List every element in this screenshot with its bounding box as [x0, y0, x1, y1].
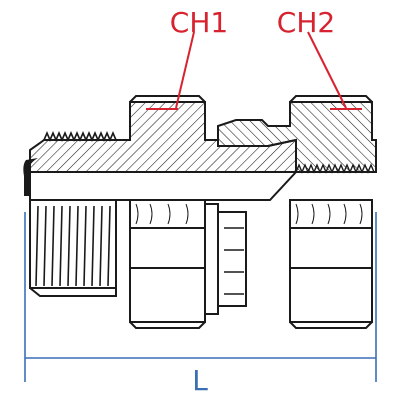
- ch1-label: CH1: [170, 6, 228, 39]
- male-thread-exterior: [29, 199, 117, 297]
- nut-ch2-exterior: [289, 199, 373, 329]
- ch2-marker: [307, 31, 362, 110]
- swivel-stem-exterior: [204, 203, 247, 315]
- ch2-label: CH2: [277, 6, 335, 39]
- o-ring: [23, 158, 38, 196]
- ch1-marker: [146, 31, 195, 110]
- dimension-length: [24, 212, 377, 382]
- length-label: L: [192, 364, 208, 397]
- internal-bore: [29, 171, 299, 201]
- hex-ch1-exterior: [129, 199, 206, 329]
- swivel-nut-section: [217, 95, 377, 174]
